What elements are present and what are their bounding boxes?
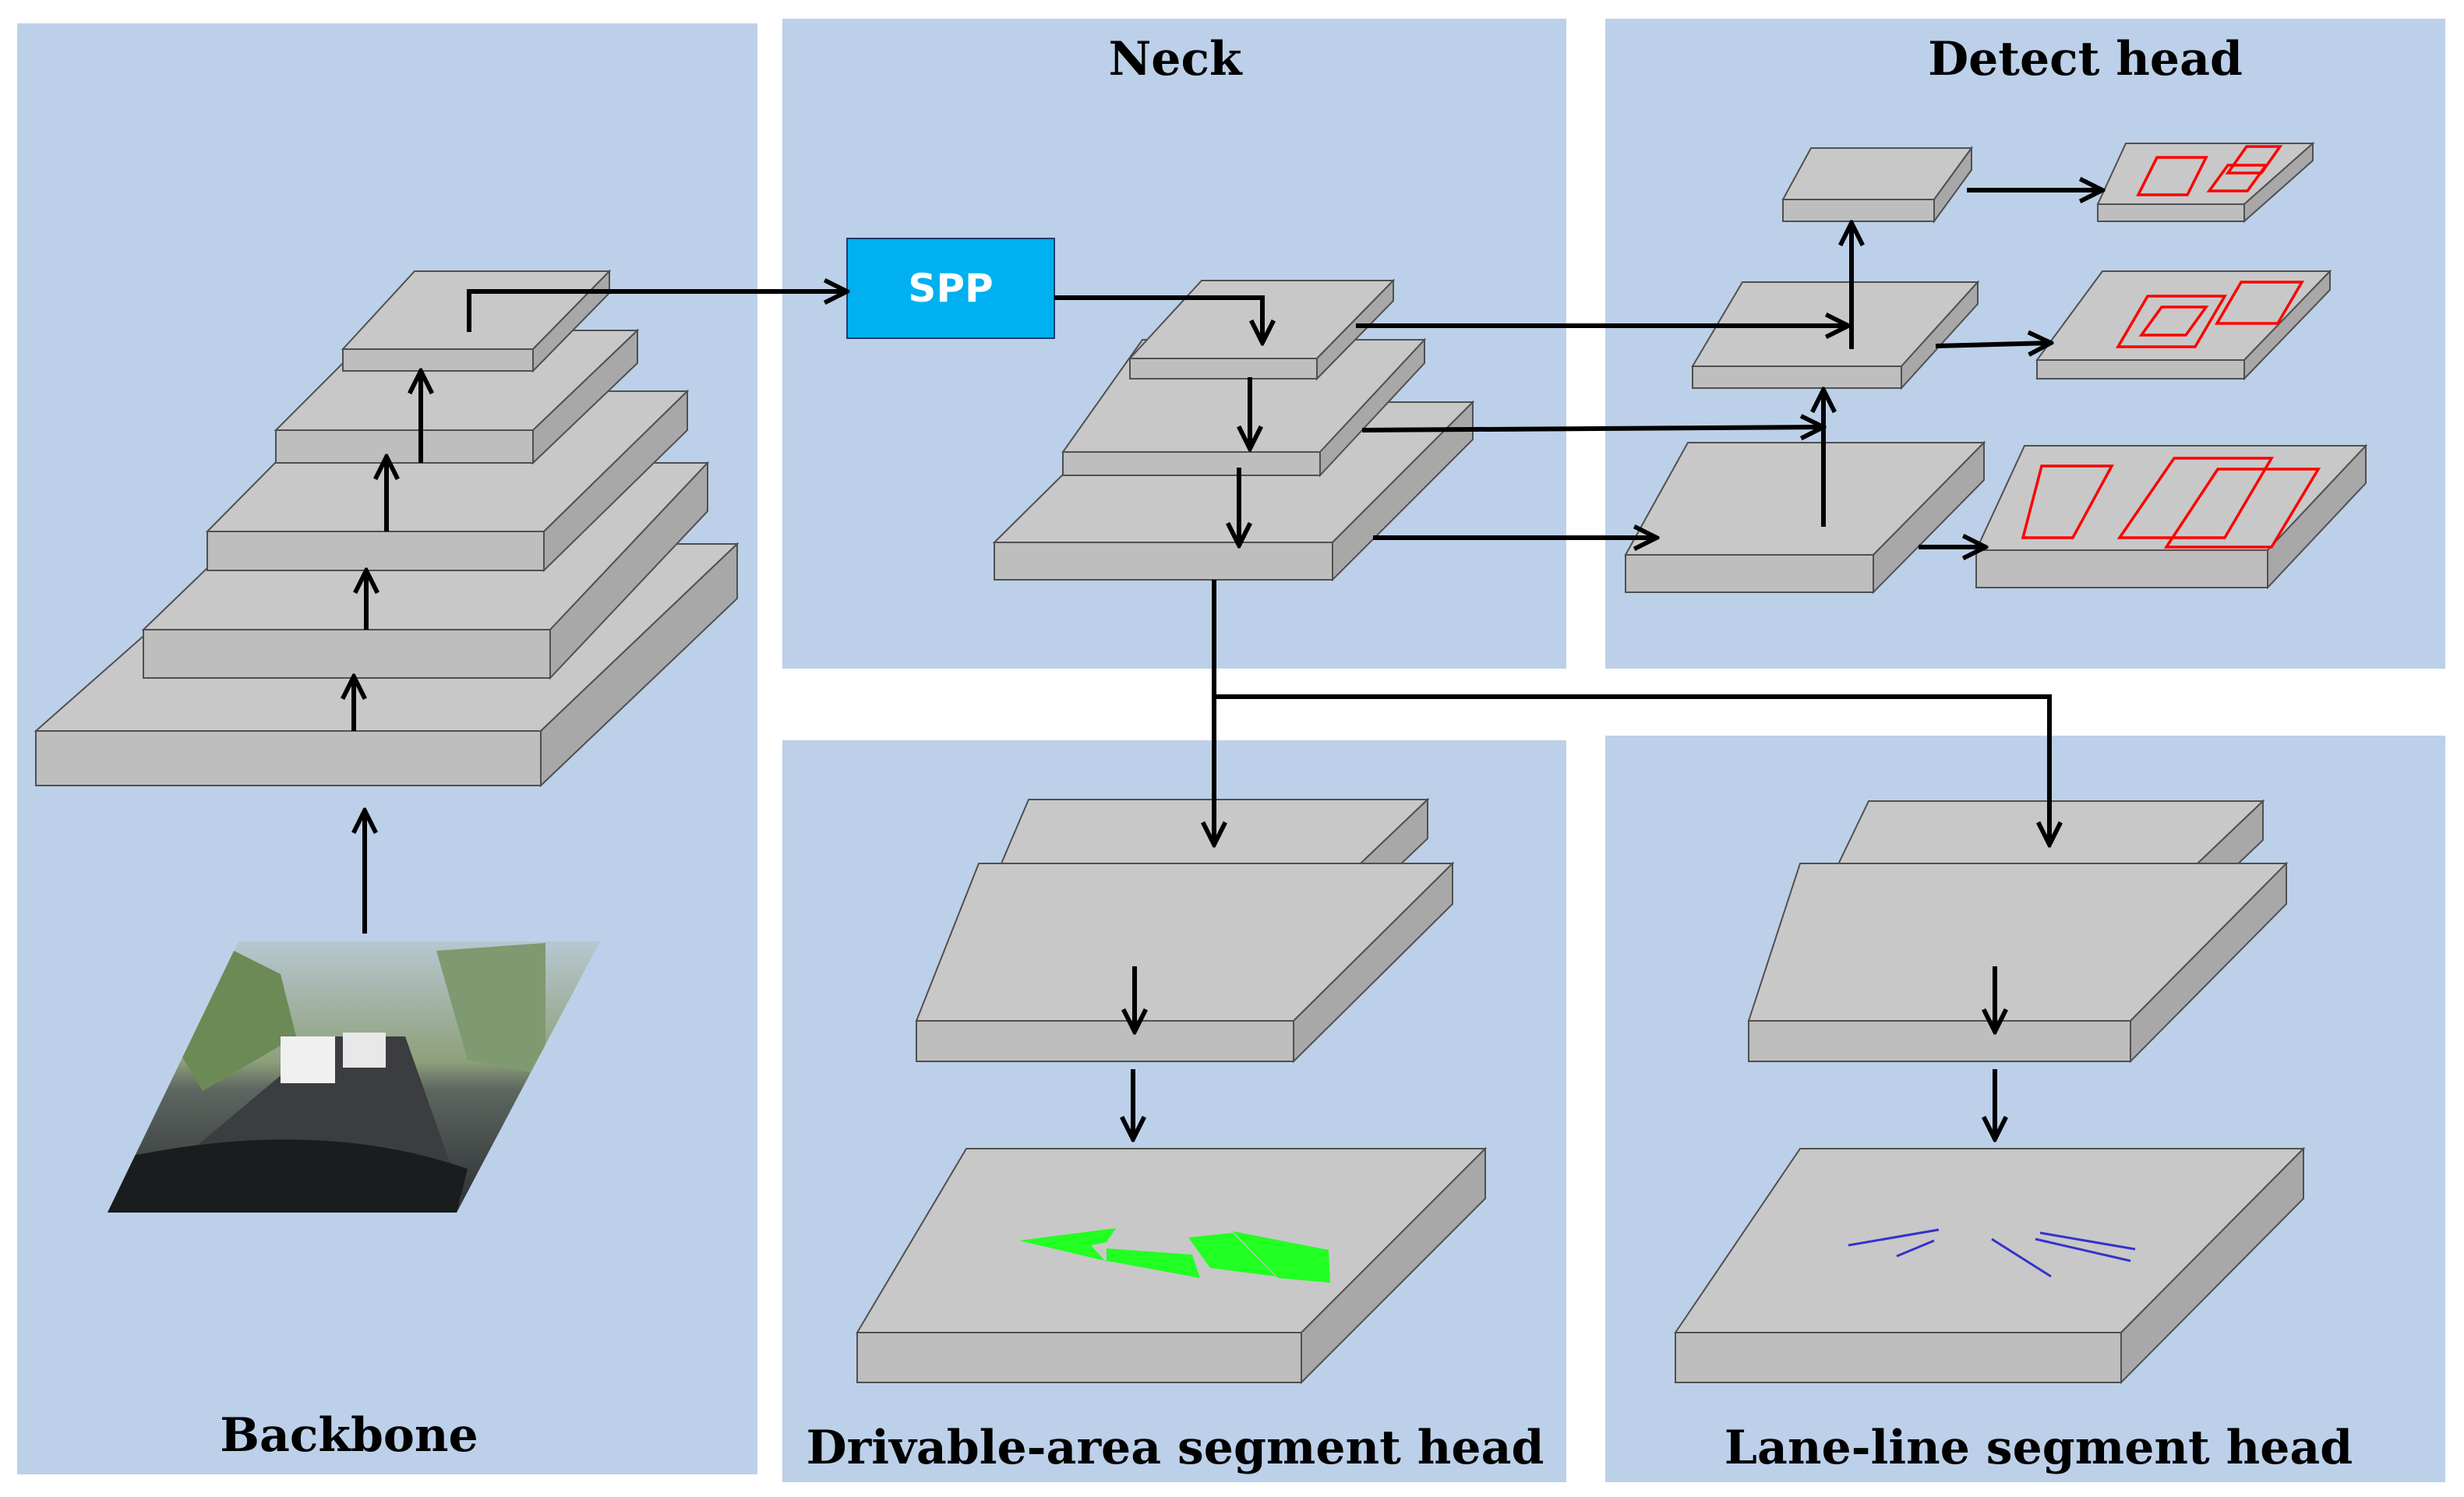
lane-line-title: Lane-line segment head: [1724, 1421, 2353, 1475]
drivable-area-title: Drivable-area segment head: [807, 1421, 1544, 1475]
drivable-layer-2-slab: [915, 861, 1455, 1064]
detect-out-2-slab: [2035, 269, 2332, 381]
lane-lines: [1848, 1228, 2136, 1278]
detect-out-1-slab: [2096, 141, 2315, 224]
arrow-spp-to-neck: [1054, 295, 1262, 343]
detect-layer-3-slab: [1624, 440, 1986, 595]
arrow-neck-to-lane: [1214, 694, 2049, 845]
drivable-output-slab: [856, 1146, 1488, 1385]
arrow-backbone-to-spp: [467, 291, 847, 332]
detect-output-boxes: [2021, 145, 2321, 549]
drivable-area-mask: [1019, 1228, 1330, 1283]
detect-head-title: Detect head: [1928, 32, 2243, 87]
detect-out-3-slab: [1975, 443, 2368, 590]
backbone-title: Backbone: [220, 1408, 478, 1463]
flow-arrows: [354, 190, 2102, 1139]
lane-layer-2-slab: [1747, 861, 2289, 1064]
spp-block: SPP: [846, 238, 1055, 339]
neck-title: Neck: [1108, 32, 1243, 87]
detect-layer-1-slab: [1781, 145, 1973, 224]
lane-output-slab: [1674, 1146, 2306, 1385]
spp-label: SPP: [908, 266, 993, 311]
